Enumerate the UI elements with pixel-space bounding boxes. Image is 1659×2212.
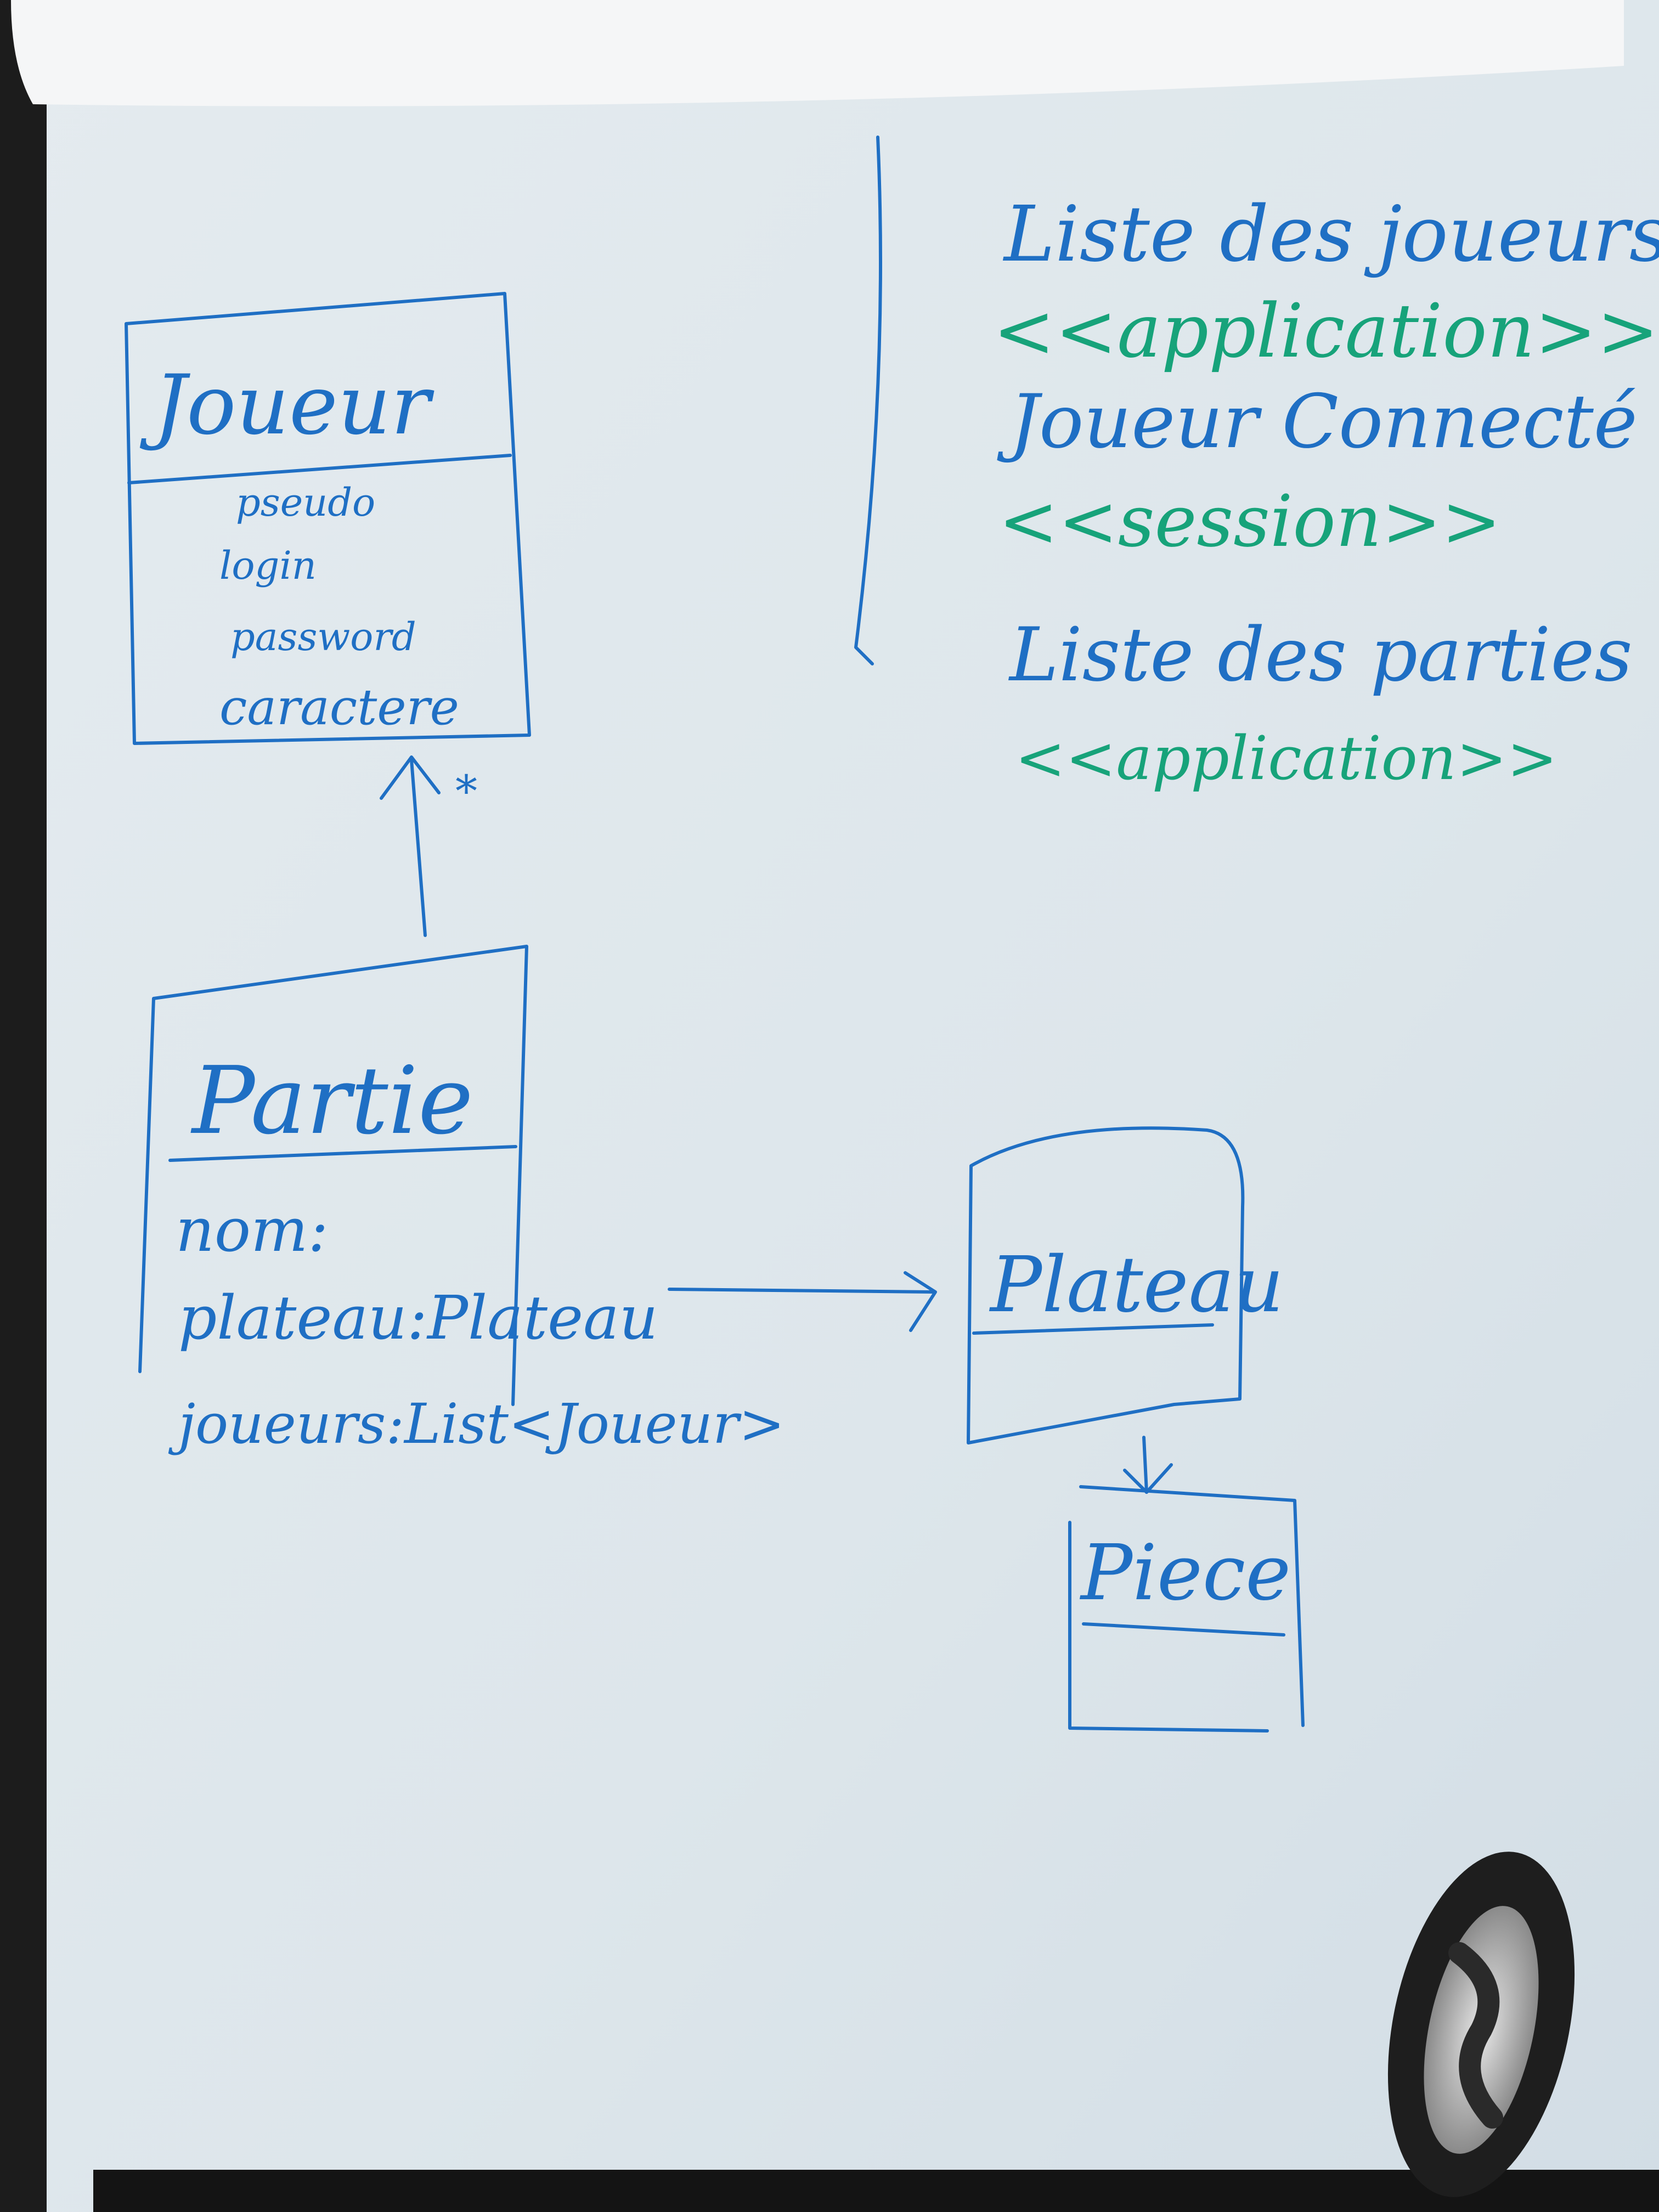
separator-line: [854, 136, 882, 665]
class-joueur-box: [125, 292, 531, 745]
class-joueur-attr-password: password: [230, 614, 416, 659]
class-partie-attr-nom: nom:: [176, 1195, 328, 1265]
note-liste-des-parties: Liste des parties: [1008, 612, 1633, 698]
class-piece-divider: [1082, 1622, 1285, 1637]
association-partie-joueur-line: [410, 758, 427, 937]
association-partie-plateau: [668, 1271, 937, 1332]
flipchart-paper: [11, 0, 1624, 106]
whiteboard-eraser: [1387, 1852, 1575, 2197]
note-session-stereotype: <<session>>: [998, 479, 1501, 563]
association-partie-joueur-arrowhead: [380, 755, 441, 800]
class-joueur-name: Joueur: [139, 358, 435, 453]
class-joueur-attr-pseudo: pseudo: [236, 480, 375, 525]
class-partie-attr-plateau: plateau:Plateau: [178, 1283, 658, 1353]
class-joueur-divider: [127, 454, 512, 484]
association-plateau-piece-line: [1142, 1436, 1148, 1494]
note-liste-des-joueurs: Liste des joueurs: [1002, 190, 1659, 279]
association-partie-joueur-multiplicity: *: [455, 766, 477, 817]
class-partie-divider: [168, 1145, 517, 1162]
class-joueur: Joueur pseudo login password caractere: [125, 292, 531, 745]
note-application-stereotype-1: <<application>>: [993, 288, 1659, 374]
class-piece: Piece: [1068, 1485, 1305, 1733]
class-plateau-box: [967, 1126, 1245, 1444]
board-frame-bottom: [93, 2170, 1659, 2212]
board-frame-left: [0, 0, 47, 2212]
class-partie-attr-joueurs: joueurs:List<Joueur>: [168, 1392, 785, 1456]
class-piece-box: [1068, 1485, 1305, 1733]
class-plateau-name: Plateau: [989, 1240, 1284, 1330]
note-joueur-connecte: Joueur Connecté: [997, 379, 1638, 465]
class-piece-name: Piece: [1079, 1528, 1291, 1618]
class-plateau: Plateau: [967, 1126, 1284, 1444]
scope-notes: Liste des joueurs <<application>> Joueur…: [993, 190, 1659, 793]
class-partie-name: Partie: [190, 1047, 473, 1155]
association-partie-plateau-arrowhead: [904, 1271, 937, 1332]
class-partie-box: [138, 945, 528, 1406]
association-partie-joueur: *: [380, 755, 477, 937]
class-joueur-attr-caractere: caractere: [219, 679, 459, 736]
class-partie: Partie nom: plateau:Plateau joueurs:List…: [138, 945, 785, 1456]
class-plateau-divider: [972, 1323, 1214, 1335]
note-application-stereotype-2: <<application>>: [1015, 723, 1558, 793]
association-partie-plateau-line: [668, 1288, 934, 1294]
class-joueur-attr-login: login: [219, 543, 317, 588]
